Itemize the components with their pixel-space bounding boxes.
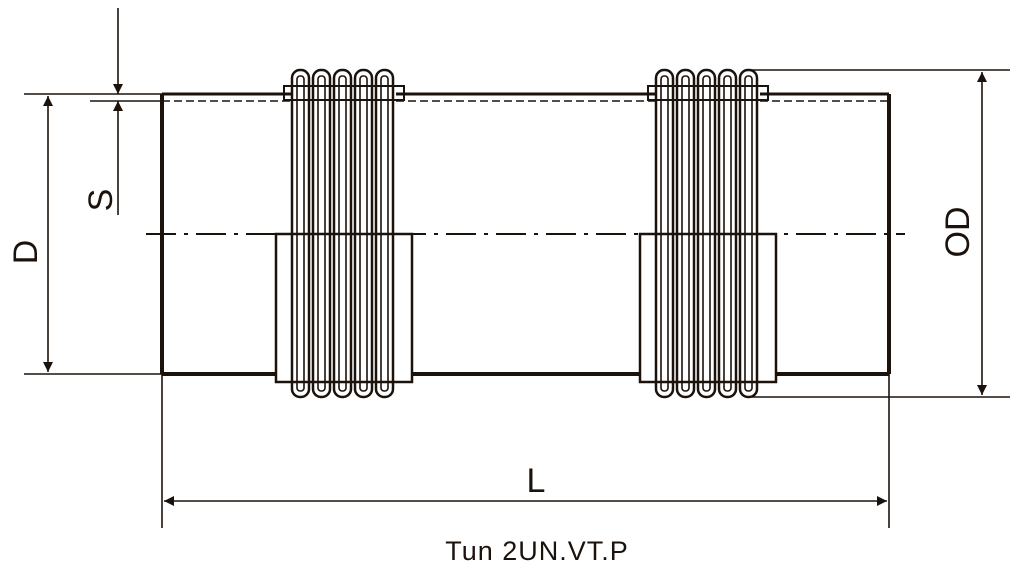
bellows-convolution-inner (296, 75, 305, 392)
label-d: D (7, 240, 45, 265)
bellows-convolution (311, 68, 332, 399)
drawing-caption: Tun 2UN.VT.P (445, 536, 629, 566)
bellows-convolution (332, 68, 353, 399)
bellows-convolution (738, 68, 759, 399)
bellows-convolution-inner (702, 75, 711, 392)
bellows-convolution-inner (681, 75, 690, 392)
bellows-convolution-inner (744, 75, 753, 392)
bellows-convolution (696, 68, 717, 399)
bellows-convolution (353, 68, 374, 399)
bellows-convolution-inner (359, 75, 368, 392)
left-bellows-top-flange (283, 85, 405, 101)
left-collar-outer (274, 232, 414, 384)
right-bellows (654, 68, 759, 399)
bellows-convolution-inner (660, 75, 669, 392)
bellows-convolution-inner (338, 75, 347, 392)
bellows-convolution-inner (380, 75, 389, 392)
bellows-convolution (290, 68, 311, 399)
bellows-convolution (654, 68, 675, 399)
bellows-convolution (675, 68, 696, 399)
label-l: L (527, 462, 546, 500)
dimension-lines (24, 8, 1010, 528)
bellows-convolution (374, 68, 395, 399)
bellows-convolution-inner (317, 75, 326, 392)
pipe-outline (146, 85, 905, 384)
left-bellows (290, 68, 395, 399)
bellows-convolution-inner (723, 75, 732, 392)
label-od: OD (939, 207, 977, 258)
right-bellows-top-flange (647, 85, 769, 101)
bellows-convolution (717, 68, 738, 399)
label-s: S (82, 189, 120, 212)
